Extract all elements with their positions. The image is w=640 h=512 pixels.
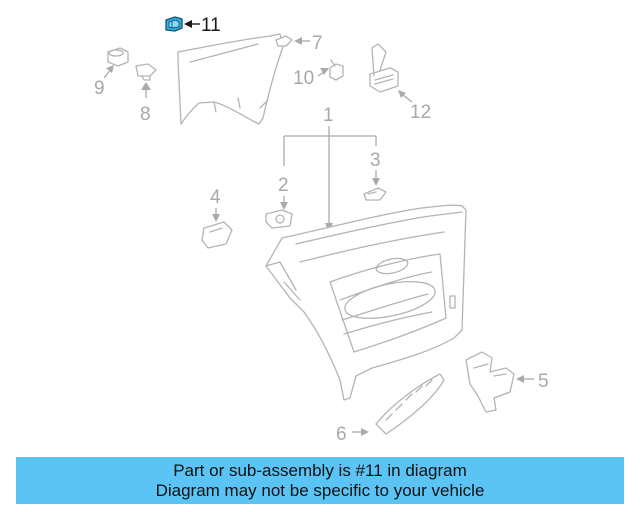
callout-3[interactable]: 3 — [370, 150, 381, 171]
callout-7-leader — [294, 37, 310, 45]
part-6-trim-strip[interactable] — [375, 373, 445, 435]
part-7-upper-trim[interactable] — [177, 33, 293, 125]
callout-6-leader — [352, 428, 369, 436]
callout-4[interactable]: 4 — [210, 187, 221, 208]
callout-5-leader — [516, 375, 534, 383]
callout-12[interactable]: 12 — [410, 102, 431, 123]
part-9-grommet[interactable] — [107, 47, 129, 67]
callout-4-leader — [212, 208, 220, 222]
part-8-push-pin[interactable] — [135, 63, 157, 81]
part-4-cover[interactable] — [201, 221, 233, 249]
callout-6[interactable]: 6 — [336, 424, 347, 445]
callout-9-leader — [103, 65, 114, 79]
callout-2[interactable]: 2 — [278, 175, 289, 196]
callout-3-leader — [372, 170, 380, 186]
banner-line-2: Diagram may not be specific to your vehi… — [155, 480, 485, 500]
banner-line-1: Part or sub-assembly is #11 in diagram — [173, 460, 467, 480]
info-banner: Part or sub-assembly is #11 in diagram D… — [16, 457, 624, 504]
callout-8[interactable]: 8 — [140, 104, 151, 125]
part-11-clip-icon[interactable] — [165, 16, 183, 32]
parts-diagram: 11 7 9 8 10 — [94, 15, 549, 445]
callout-11-leader — [184, 20, 200, 28]
callout-8-leader — [141, 82, 151, 98]
callout-10[interactable]: 10 — [293, 68, 314, 89]
callout-9[interactable]: 9 — [94, 78, 105, 99]
callout-12-leader — [398, 90, 413, 103]
callout-10-leader — [317, 68, 329, 77]
callout-1-leader — [283, 126, 377, 232]
part-1-quarter-trim-panel[interactable] — [265, 204, 467, 401]
callout-2-leader — [280, 196, 288, 210]
part-10-clip[interactable] — [329, 59, 344, 81]
part-3-clip[interactable] — [363, 187, 387, 201]
callout-1[interactable]: 1 — [323, 105, 334, 126]
part-5-bracket[interactable] — [465, 351, 515, 413]
callout-5[interactable]: 5 — [538, 371, 549, 392]
part-12-bracket[interactable] — [369, 43, 399, 93]
part-2-clip[interactable] — [265, 209, 293, 229]
callout-11[interactable]: 11 — [201, 15, 221, 36]
callout-7[interactable]: 7 — [312, 33, 323, 54]
